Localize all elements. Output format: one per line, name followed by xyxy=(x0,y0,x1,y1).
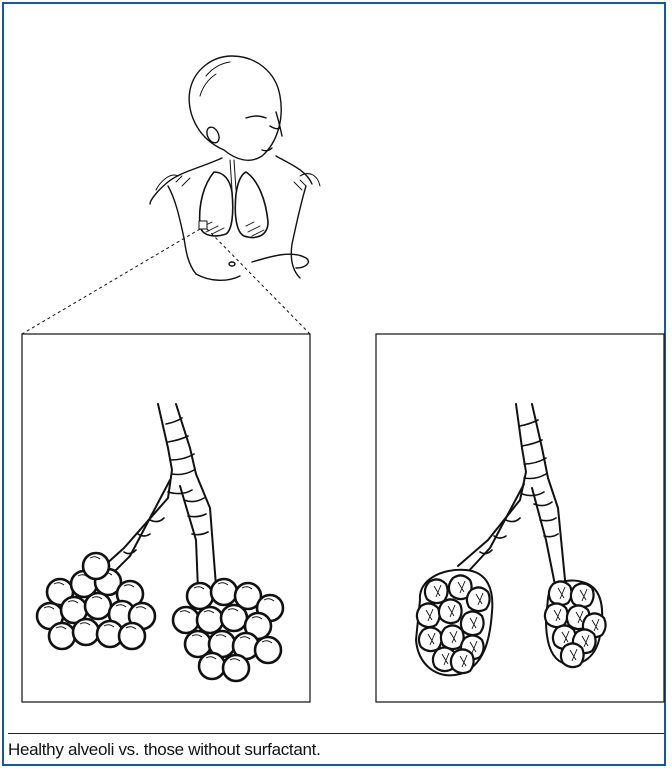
caption-divider xyxy=(8,733,664,734)
zoom-guide-lines xyxy=(22,229,310,334)
figure-caption: Healthy alveoli vs. those without surfac… xyxy=(8,740,658,760)
infant-illustration xyxy=(150,56,320,280)
healthy-alveoli-panel xyxy=(22,334,310,702)
collapsed-alveoli-panel xyxy=(376,334,664,702)
